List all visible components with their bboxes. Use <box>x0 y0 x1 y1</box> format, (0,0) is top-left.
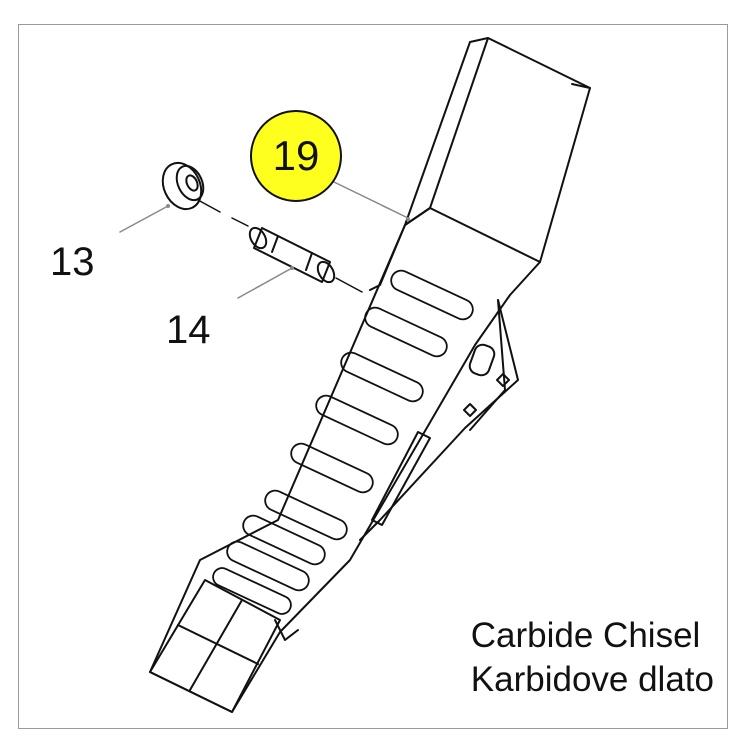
chisel-body <box>149 37 591 713</box>
diagram-caption: Carbide Chisel Karbidove dlato <box>471 614 714 702</box>
assembly-lines <box>197 199 363 293</box>
caption-english: Carbide Chisel <box>470 616 701 655</box>
caption-slovak: Karbidove dlato <box>470 660 714 699</box>
part-number-badge-highlighted: 19 <box>250 110 342 202</box>
washer-part <box>161 161 205 211</box>
chisel-grooves <box>212 269 474 615</box>
part-number-washer: 13 <box>50 240 95 284</box>
diagram-frame <box>18 24 728 729</box>
part-number-pin: 14 <box>166 308 211 352</box>
pin-part <box>248 226 336 284</box>
leader-lines <box>119 181 409 299</box>
part-number-highlighted: 19 <box>272 132 320 179</box>
mounting-plate <box>359 299 519 541</box>
